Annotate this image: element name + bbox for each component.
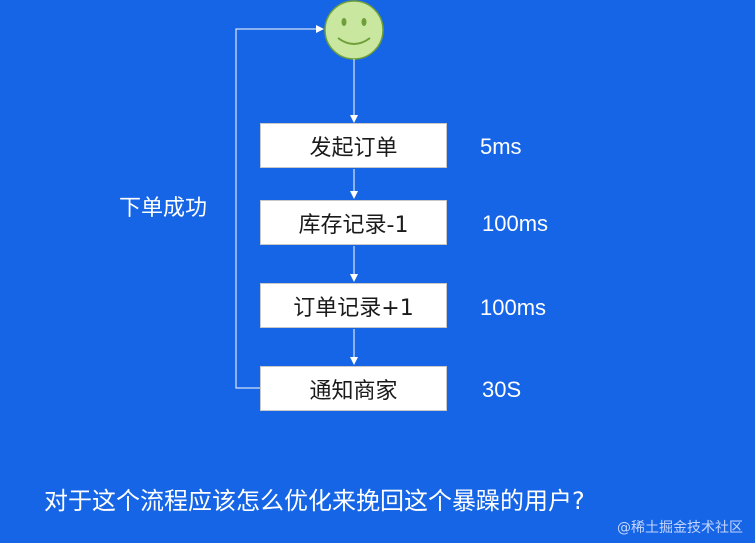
loop-label: 下单成功	[119, 196, 208, 221]
smiley-face-icon	[324, 0, 384, 60]
step-time: 100ms	[482, 211, 549, 236]
step-label: 订单记录+1	[293, 295, 414, 321]
loop-arrow	[235, 25, 324, 389]
watermark: @稀土掘金技术社区	[617, 520, 743, 536]
step-box-order-record: 订单记录+1	[260, 283, 447, 328]
step-time: 5ms	[480, 134, 522, 159]
step-time: 100ms	[480, 295, 547, 320]
step-label: 通知商家	[309, 378, 398, 404]
step-box-notify-merchant: 通知商家	[260, 366, 447, 411]
step-time: 30S	[482, 377, 522, 402]
step-label: 发起订单	[309, 135, 398, 161]
step-box-inventory: 库存记录-1	[260, 200, 447, 245]
step-label: 库存记录-1	[298, 212, 409, 238]
step-box-create-order: 发起订单	[260, 123, 447, 168]
question-text: 对于这个流程应该怎么优化来挽回这个暴躁的用户?	[44, 487, 585, 515]
